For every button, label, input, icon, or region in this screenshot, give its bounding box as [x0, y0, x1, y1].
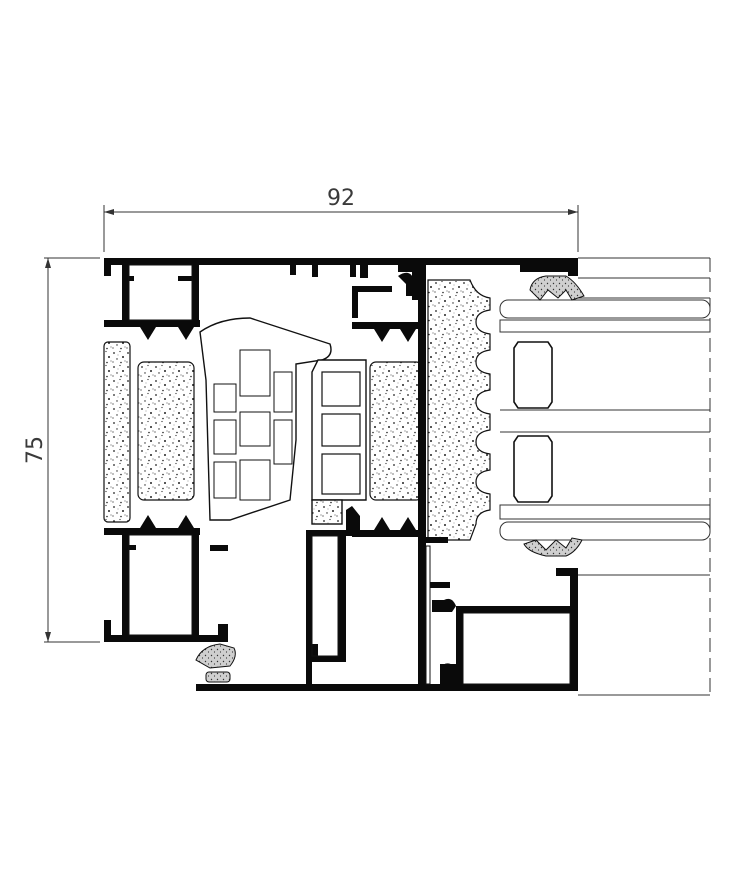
- frame-top-flange: [104, 258, 578, 265]
- width-dimension: [103, 205, 579, 252]
- arrow-down-icon: [45, 632, 51, 642]
- height-dimension: [44, 257, 100, 643]
- foam-glazing-bead: [427, 279, 491, 541]
- arrow-left-icon: [104, 209, 114, 215]
- insulation-foam: [103, 279, 491, 541]
- glazing-gasket-bottom: [523, 537, 583, 557]
- glazing-gasket-top: [529, 275, 585, 301]
- spacer-bars: [513, 341, 553, 503]
- profile-outlines: [128, 264, 571, 685]
- foam-outer-frame: [103, 341, 131, 523]
- arrow-right-icon: [568, 209, 578, 215]
- frame-gasket-base: [205, 671, 231, 683]
- arrow-up-icon: [45, 258, 51, 268]
- foam-frame-core: [137, 361, 195, 501]
- spacer-bar-lower: [513, 435, 553, 503]
- width-dimension-label: 92: [327, 186, 355, 211]
- gaskets: [195, 275, 585, 683]
- glazing-unit: [499, 257, 711, 696]
- spacer-bar-upper: [513, 341, 553, 409]
- thermal-break: [199, 317, 367, 525]
- frame-bottom-rail: [196, 684, 578, 691]
- height-dimension-label: 75: [23, 436, 48, 464]
- thermal-break-foam-plug: [311, 499, 343, 525]
- foam-sash-core: [369, 361, 423, 501]
- frame-gasket: [195, 643, 236, 669]
